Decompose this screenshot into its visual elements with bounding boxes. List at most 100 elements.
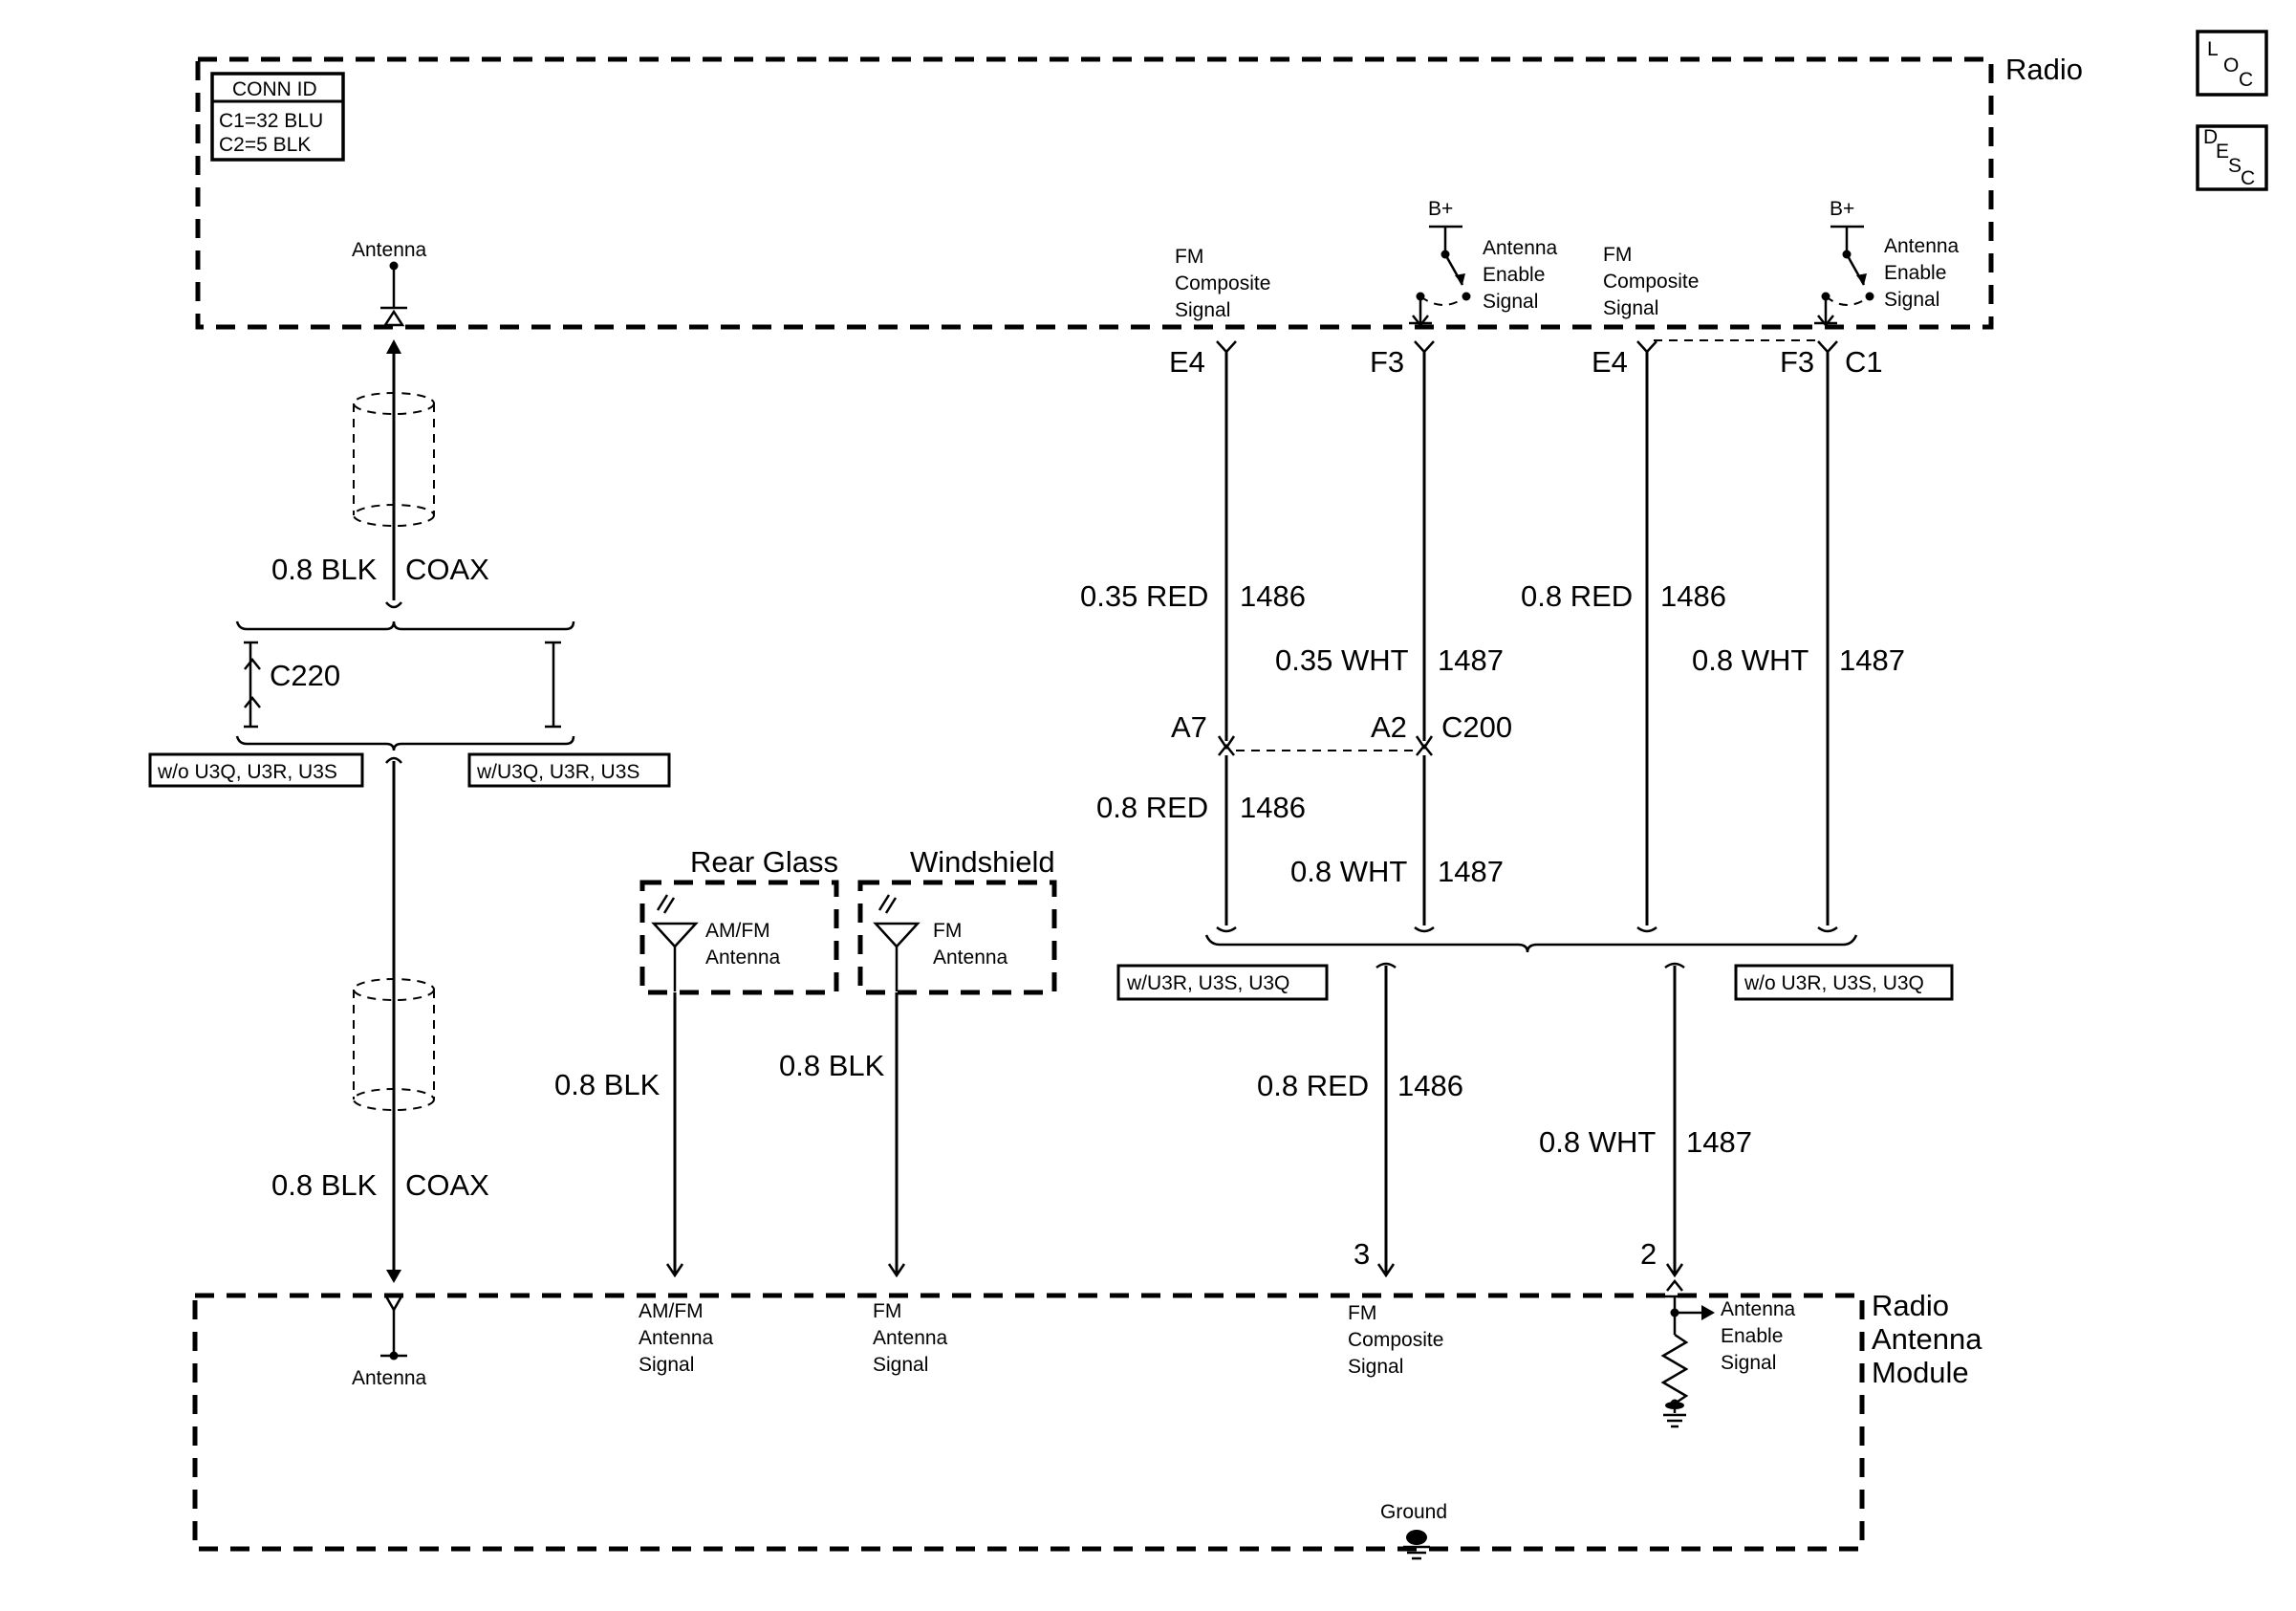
loc-button[interactable]: L O C (2196, 30, 2268, 97)
c200-connector (1218, 743, 1433, 756)
fm-antenna-label-2: Antenna (933, 947, 1008, 969)
c200-pin-a2: A2 (1371, 710, 1407, 744)
antenna-enable-switch-1: B+ Antenna Enable Signal (1409, 198, 1558, 328)
w3-circuit: 1486 (1660, 579, 1726, 613)
radio-outline (195, 56, 1994, 330)
w7-circuit: 1486 (1397, 1069, 1463, 1102)
svg-text:AM/FM: AM/FM (639, 1300, 704, 1322)
svg-text:FM: FM (1348, 1302, 1376, 1324)
loc-icon: L O C (2207, 38, 2253, 91)
desc-button[interactable]: D E S C (2196, 124, 2268, 191)
terminal-e4-b: E4 (1592, 345, 1628, 379)
ground-label: Ground (1380, 1501, 1447, 1523)
c200-label: C200 (1441, 710, 1512, 744)
w3-gauge: 0.8 RED (1521, 579, 1633, 613)
coax2-circuit: COAX (405, 1168, 489, 1202)
svg-text:Signal: Signal (1348, 1356, 1403, 1378)
amfm-antenna-wire (665, 992, 684, 1278)
fm-antenna-wire (887, 992, 906, 1278)
coax1-circuit: COAX (405, 553, 489, 586)
conn-id-c2: C2=5 BLK (219, 134, 311, 156)
radio-fm-composite-1: FM Composite Signal (1175, 246, 1270, 321)
svg-text:Signal: Signal (1483, 291, 1538, 313)
module-fm-signal: FM Antenna Signal (873, 1300, 948, 1376)
conn-id-title: CONN ID (232, 78, 317, 100)
svg-text:Composite: Composite (1175, 272, 1270, 294)
radio-antenna-module-outline (192, 1293, 1865, 1552)
wire-1486-b (1636, 352, 1657, 933)
fm-antenna-label-1: FM (933, 920, 962, 942)
svg-text:Signal: Signal (1603, 297, 1658, 319)
windshield-outline (857, 880, 1057, 995)
module-amfm-signal: AM/FM Antenna Signal (639, 1300, 714, 1376)
terminal-f3-b: F3 (1780, 345, 1814, 379)
svg-text:B+: B+ (1830, 198, 1854, 220)
option-brace-right (1204, 934, 1858, 953)
w5-gauge: 0.8 RED (1096, 791, 1208, 824)
c220-label: C220 (270, 659, 340, 692)
conn-id-box: CONN ID C1=32 BLU C2=5 BLK (210, 72, 345, 162)
wire-1486-module (1375, 962, 1397, 1278)
w8-circuit: 1487 (1686, 1125, 1752, 1159)
w8-gauge: 0.8 WHT (1539, 1125, 1656, 1159)
svg-text:w/o U3Q, U3R, U3S: w/o U3Q, U3R, U3S (157, 761, 337, 783)
wire-1486-c (1216, 755, 1237, 933)
wire-1487-module (1664, 962, 1685, 1278)
svg-text:Signal: Signal (639, 1354, 694, 1376)
loc-letter-3: C (2239, 69, 2253, 91)
desc-letter-2: E (2216, 141, 2229, 163)
svg-text:Signal: Signal (873, 1354, 928, 1376)
conn-id-c1: C1=32 BLU (219, 110, 323, 132)
amfm-antenna-label-2: Antenna (705, 947, 781, 969)
wire-1487-c (1414, 755, 1435, 933)
svg-text:Composite: Composite (1603, 271, 1699, 293)
rear-glass-label: Rear Glass (690, 845, 838, 879)
w6-circuit: 1487 (1438, 855, 1504, 888)
module-antenna-label: Antenna (352, 1367, 427, 1389)
svg-text:Antenna: Antenna (1884, 235, 1960, 257)
terminal-e4-a: E4 (1169, 345, 1205, 379)
w2-gauge: 0.35 WHT (1275, 643, 1409, 677)
ground-icon (1403, 1530, 1430, 1560)
fm-wire-gauge: 0.8 BLK (779, 1049, 885, 1082)
amfm-wire-gauge: 0.8 BLK (554, 1068, 661, 1101)
desc-icon: D E S C (2203, 126, 2255, 189)
svg-text:Antenna: Antenna (1483, 237, 1558, 259)
wire-1487-b (1817, 352, 1838, 933)
antenna-enable-switch-2: B+ Antenna Enable Signal (1814, 198, 1960, 328)
svg-text:Radio: Radio (1872, 1289, 1949, 1322)
radio-label: Radio (2005, 53, 2083, 86)
loc-letter-1: L (2207, 38, 2219, 60)
svg-text:w/U3Q, U3R, U3S: w/U3Q, U3R, U3S (476, 761, 639, 783)
c200-pin-a7: A7 (1171, 710, 1207, 744)
svg-text:Module: Module (1872, 1356, 1969, 1389)
c220-connector (235, 620, 575, 751)
w4-circuit: 1487 (1839, 643, 1905, 677)
svg-text:Antenna: Antenna (873, 1327, 948, 1349)
amfm-antenna-label-1: AM/FM (705, 920, 770, 942)
coax-wire-lower (353, 756, 435, 1283)
svg-text:Composite: Composite (1348, 1329, 1443, 1351)
windshield-label: Windshield (910, 845, 1055, 879)
svg-text:Signal: Signal (1884, 289, 1939, 311)
svg-text:Enable: Enable (1483, 264, 1545, 286)
svg-text:FM: FM (1175, 246, 1203, 268)
desc-letter-1: D (2203, 126, 2218, 148)
svg-text:FM: FM (1603, 244, 1632, 266)
rear-glass-antenna-icon (651, 894, 699, 991)
svg-text:Enable: Enable (1884, 262, 1946, 284)
svg-text:Antenna: Antenna (639, 1327, 714, 1349)
rear-glass-outline (639, 880, 839, 995)
svg-text:w/U3R, U3S, U3Q: w/U3R, U3S, U3Q (1126, 972, 1289, 994)
option-w-left: w/U3Q, U3R, U3S (467, 752, 671, 788)
module-pin-3: 3 (1354, 1237, 1370, 1271)
terminal-f3-a: F3 (1370, 345, 1404, 379)
option-w-right: w/U3R, U3S, U3Q (1116, 964, 1329, 1001)
module-pin-2: 2 (1640, 1237, 1657, 1271)
wire-1486-a (1217, 352, 1236, 751)
w2-circuit: 1487 (1438, 643, 1504, 677)
coax2-gauge: 0.8 BLK (271, 1168, 378, 1202)
coax1-gauge: 0.8 BLK (271, 553, 378, 586)
svg-text:Signal: Signal (1721, 1352, 1776, 1374)
